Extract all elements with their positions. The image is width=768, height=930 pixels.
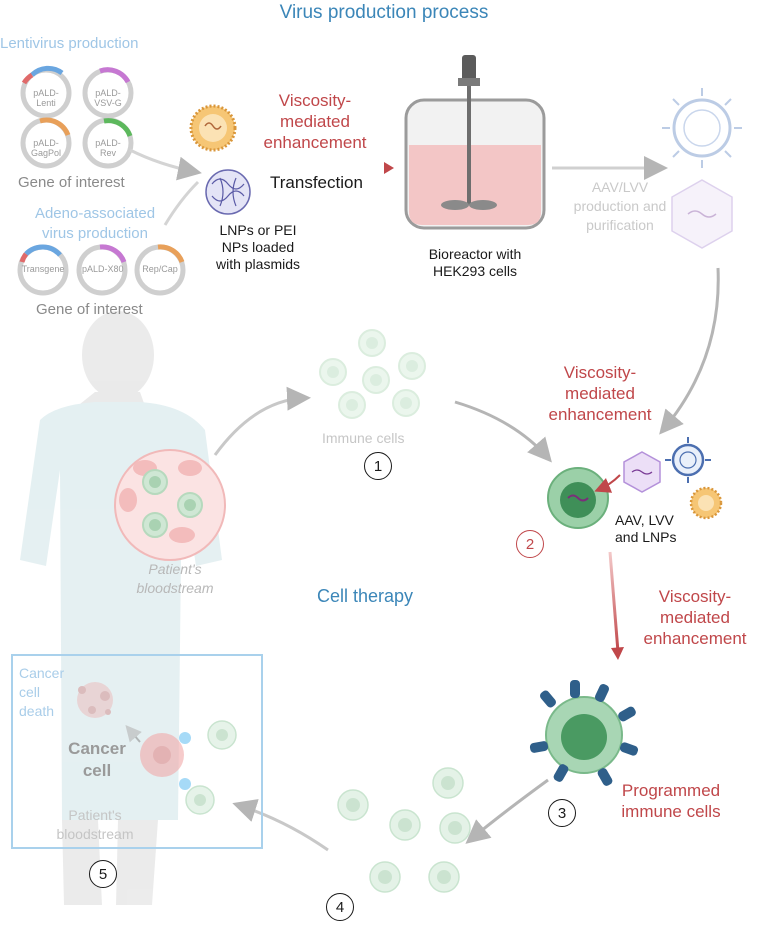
plasmid-rev: pALD-Rev xyxy=(95,138,121,158)
lentivirus-plasmids-graphic xyxy=(20,65,134,169)
inset-death-line1: Cancer xyxy=(19,665,65,681)
expanded-cells-graphic xyxy=(337,767,471,893)
arrow-purification-to-cell xyxy=(659,267,720,435)
inset-cancer-line1: Cancer xyxy=(68,739,126,758)
arrow-cell-to-programmed xyxy=(608,551,620,653)
viscosity-label-right: Viscosity- mediated enhancement xyxy=(530,362,670,425)
np-line1: LNPs or PEI xyxy=(219,222,297,238)
step-2-badge: 2 xyxy=(516,530,544,558)
viscosity-right-line2: mediated xyxy=(565,384,635,403)
aav-heading: Adeno-associated virus production xyxy=(20,204,170,244)
inset-cancer-line2: cell xyxy=(82,761,112,780)
plasmid-transgene: Transgene xyxy=(21,264,65,274)
purification-line3: purification xyxy=(586,217,654,233)
transfection-label: Transfection xyxy=(270,173,363,192)
np-line3: with plasmids xyxy=(215,256,301,272)
viscosity-right-line3: enhancement xyxy=(548,405,652,424)
vectors-line2: and LNPs xyxy=(615,529,677,545)
bloodstream-line2: bloodstream xyxy=(136,580,214,596)
aav-heading-line1: Adeno-associated xyxy=(34,205,156,222)
lentivirus-caption: Gene of interest xyxy=(18,174,125,191)
viscosity-lower-line3: enhancement xyxy=(643,629,747,648)
bloodstream-label: Patient's bloodstream xyxy=(110,560,240,598)
plasmid-vsvg: pALD-VSV-G xyxy=(94,88,122,108)
bioreactor-line2: HEK293 cells xyxy=(432,263,518,279)
purification-label: AAV/LVV production and purification xyxy=(550,178,690,235)
np-line2: NPs loaded xyxy=(221,239,295,255)
aav-caption: Gene of interest xyxy=(36,301,143,318)
inset-death-line2: cell xyxy=(19,684,41,700)
bloodstream-circle-graphic xyxy=(114,449,226,561)
immune-cells-cluster-graphic xyxy=(319,329,426,419)
nanoparticles-label: LNPs or PEI NPs loaded with plasmids xyxy=(198,222,318,273)
arrow-expanded-to-inset xyxy=(232,799,329,852)
programmed-cell-graphic xyxy=(529,680,639,786)
immune-cells-label: Immune cells xyxy=(322,430,405,446)
lvv-virus-graphic xyxy=(662,88,742,168)
diagram-title: Virus production process xyxy=(279,2,489,23)
cell-therapy-label: Cell therapy xyxy=(317,586,414,606)
inset-cancer-label: Cancer cell xyxy=(52,738,142,782)
programmed-cells-label: Programmed immune cells xyxy=(606,780,736,822)
viscosity-label-top: Viscosity- mediated enhancement xyxy=(250,90,380,153)
purification-line1: AAV/LVV xyxy=(591,179,649,195)
inset-death-label: Cancer cell death xyxy=(19,664,64,721)
vector-particles-graphic xyxy=(623,437,723,520)
step-3-badge: 3 xyxy=(548,799,576,827)
pei-np-graphic xyxy=(205,169,251,215)
arrow-blood-to-immune xyxy=(213,386,311,456)
plasmid-repcap: Rep/Cap xyxy=(142,264,178,274)
vectors-label: AAV, LVV and LNPs xyxy=(615,512,676,546)
aav-heading-line2: virus production xyxy=(42,225,148,242)
step-4-badge: 4 xyxy=(326,893,354,921)
vectors-line1: AAV, LVV xyxy=(615,512,674,528)
step-1-badge: 1 xyxy=(364,452,392,480)
lentivirus-heading: Lentivirus production xyxy=(0,35,139,52)
immune-cell-transduced-graphic xyxy=(547,467,621,529)
lnp-graphic xyxy=(189,104,237,152)
inset-blood-line1: Patient's xyxy=(68,807,122,823)
step-5-badge: 5 xyxy=(89,860,117,888)
purification-line2: production and xyxy=(573,198,667,214)
arrow-lenti-to-np xyxy=(129,148,202,181)
inset-blood-line2: bloodstream xyxy=(56,826,134,842)
plasmid-gagpol: pALD-GagPol xyxy=(30,138,62,158)
programmed-line2: immune cells xyxy=(621,802,721,821)
programmed-line1: Programmed xyxy=(621,781,721,800)
bioreactor-label: Bioreactor with HEK293 cells xyxy=(400,246,550,280)
arrow-immune-to-cell xyxy=(454,400,552,463)
inset-box xyxy=(11,654,263,849)
inset-bloodstream-label: Patient's bloodstream xyxy=(40,806,150,844)
arrow-aav-to-np xyxy=(163,180,200,226)
viscosity-top-line1: Viscosity- xyxy=(278,91,352,110)
arrow-programmed-to-expanded xyxy=(465,778,549,844)
bioreactor-graphic xyxy=(404,55,546,230)
aav-virus-graphic xyxy=(671,179,733,249)
inset-graphics xyxy=(77,682,237,815)
viscosity-top-line2: mediated xyxy=(280,112,350,131)
inset-death-line3: death xyxy=(19,703,55,719)
aav-plasmids-graphic xyxy=(17,244,186,296)
plasmid-lenti: pALD-Lenti xyxy=(33,88,59,108)
viscosity-label-lower: Viscosity- mediated enhancement xyxy=(620,586,768,649)
bioreactor-line1: Bioreactor with xyxy=(428,246,522,262)
viscosity-lower-line1: Viscosity- xyxy=(658,587,732,606)
bloodstream-line1: Patient's xyxy=(148,561,202,577)
viscosity-right-line1: Viscosity- xyxy=(563,363,637,382)
viscosity-lower-line2: mediated xyxy=(660,608,730,627)
viscosity-top-line3: enhancement xyxy=(263,133,367,152)
plasmid-x80: pALD-X80 xyxy=(82,264,124,274)
